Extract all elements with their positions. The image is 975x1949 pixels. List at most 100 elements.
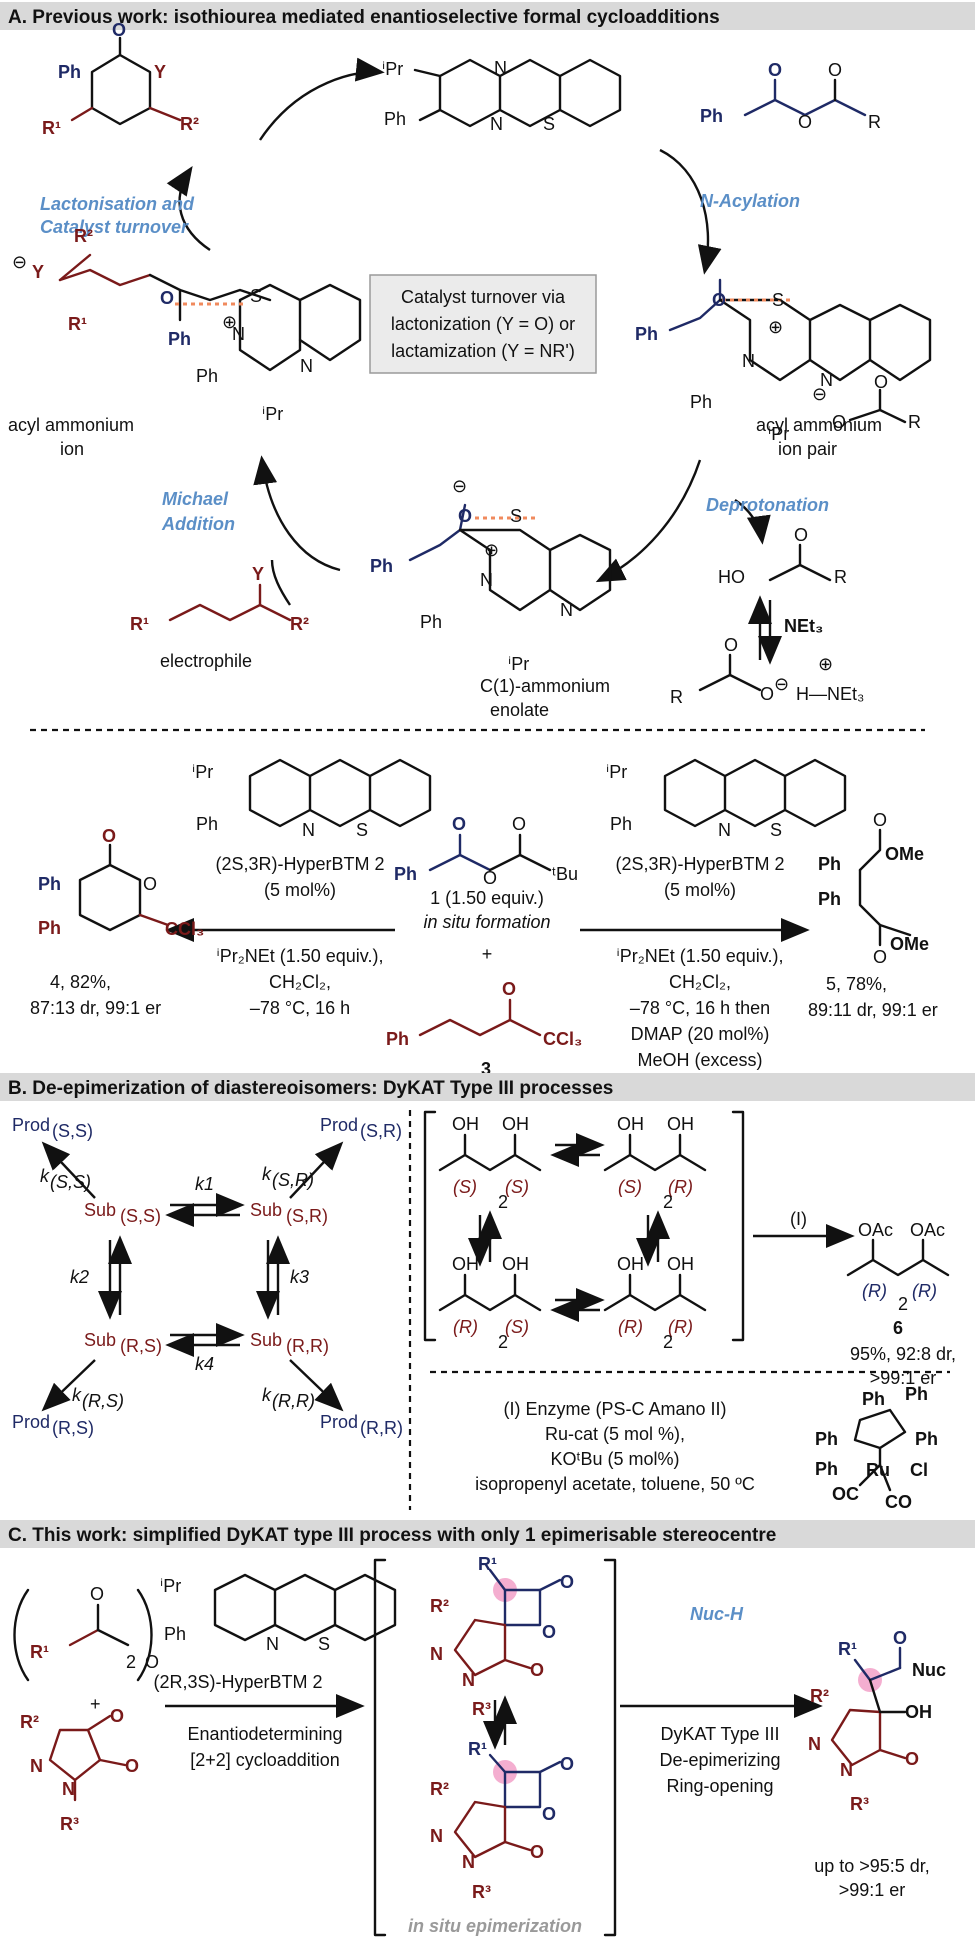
svg-text:OC: OC [832,1484,859,1504]
electrophile [168,583,292,622]
step-michael-1: Michael [162,489,229,509]
svg-text:Prod: Prod [320,1115,358,1135]
svg-text:2: 2 [663,1192,673,1212]
step-michael-2: Addition [161,514,235,534]
svg-text:O: O [873,810,887,830]
product-5-er: 89:11 dr, 99:1 er [808,1000,938,1020]
svg-text:⊖: ⊖ [812,384,827,404]
panel-a: A. Previous work: isothiourea mediated e… [0,2,975,1079]
svg-text:O: O [760,684,774,704]
svg-text:(S,R): (S,R) [360,1121,402,1141]
diol-sr [603,1133,707,1172]
svg-text:N: N [430,1826,443,1846]
catalyst-label-right: (2S,3R)-HyperBTM 2 [615,854,784,874]
svg-text:k: k [262,1385,272,1405]
rate-k3: k3 [290,1267,309,1287]
svg-text:(R,S): (R,S) [120,1336,162,1356]
svg-text:Ph: Ph [818,854,841,874]
panel-c: C. This work: simplified DyKAT type III … [0,1520,975,1937]
lactone-product-top-left [70,36,182,126]
svg-text:R³: R³ [472,1699,491,1719]
svg-text:R¹: R¹ [478,1554,497,1574]
svg-text:S: S [510,506,522,526]
svg-text:CO: CO [885,1492,912,1512]
svg-text:(S,R): (S,R) [286,1206,328,1226]
box-line-1: Catalyst turnover via [401,287,566,307]
svg-text:ⁱPr: ⁱPr [508,654,529,674]
bracket-right [731,1110,745,1342]
svg-text:k: k [72,1385,82,1405]
final-product [830,1646,907,1767]
svg-text:R: R [868,112,881,132]
label-enolate-1: C(1)-ammonium [480,676,610,696]
svg-text:Ru: Ru [866,1460,890,1480]
svg-text:ⁱPr: ⁱPr [262,404,283,424]
step-label-i: (I) [790,1209,807,1229]
sm1-label: 1 (1.50 equiv.) [430,888,544,908]
svg-text:HO: HO [718,567,745,587]
pyrazoledione [48,1714,127,1802]
svg-text:N: N [62,1779,75,1799]
svg-text:R²: R² [180,114,199,134]
svg-text:Ph: Ph [38,918,61,938]
ammonium-enolate [408,503,612,612]
svg-text:(R): (R) [668,1317,693,1337]
svg-text:N: N [494,58,507,78]
svg-text:N: N [718,820,731,840]
ru-catalyst [853,1408,907,1492]
svg-text:O: O [798,112,812,132]
svg-text:Ph: Ph [815,1429,838,1449]
arrow-to-acid [734,499,771,545]
svg-text:R¹: R¹ [30,1642,49,1662]
svg-text:R¹: R¹ [468,1739,487,1759]
rate-k2: k2 [70,1267,89,1287]
rate-k4: k4 [195,1354,214,1374]
svg-text:N: N [462,1670,475,1690]
svg-text:Ph: Ph [862,1389,885,1409]
svg-text:H—NEt₃: H—NEt₃ [796,684,864,704]
svg-text:O: O [560,1754,574,1774]
catalyst-c-label: (2R,3S)-HyperBTM 2 [153,1672,322,1692]
svg-text:OH: OH [617,1114,644,1134]
svg-text:Ph: Ph [394,864,417,884]
svg-text:R³: R³ [472,1882,491,1902]
svg-text:R³: R³ [850,1794,869,1814]
hyperbtm-catalyst-c [213,1573,397,1642]
svg-text:ⁱPr: ⁱPr [160,1576,181,1596]
svg-text:O: O [828,60,842,80]
svg-text:R¹: R¹ [838,1639,857,1659]
label-acyl-ammonium-1: acyl ammonium [8,415,134,435]
svg-text:R: R [908,412,921,432]
svg-text:S: S [543,114,555,134]
svg-text:O: O [893,1628,907,1648]
svg-text:OMe: OMe [885,844,924,864]
panel-b: B. De-epimerization of diastereoisomers:… [0,1073,975,1512]
box-line-3: lactamization (Y = NR') [391,341,575,361]
svg-text:O: O [102,826,116,846]
product-6-label: 6 [893,1318,903,1338]
svg-text:R²: R² [430,1596,449,1616]
cond-b-2: Ru-cat (5 mol %), [545,1424,685,1444]
svg-text:⊖: ⊖ [452,476,467,496]
svg-text:O: O [502,979,516,999]
svg-text:(S): (S) [453,1177,477,1197]
svg-text:ⁱPr: ⁱPr [192,762,213,782]
svg-text:Y: Y [154,62,166,82]
svg-text:O: O [542,1804,556,1824]
svg-text:(S,R): (S,R) [272,1170,314,1190]
step-deprotonation: Deprotonation [706,495,829,515]
svg-text:O: O [794,525,808,545]
svg-text:OAc: OAc [910,1220,945,1240]
svg-text:OH: OH [905,1702,932,1722]
svg-text:OH: OH [617,1254,644,1274]
svg-text:O: O [452,814,466,834]
beta-lactone-bottom [453,1753,562,1859]
svg-text:O: O [874,372,888,392]
product-4-yield: 4, 82%, [50,972,111,992]
label-enolate-2: enolate [490,700,549,720]
svg-text:OMe: OMe [890,934,929,954]
svg-text:2: 2 [498,1332,508,1352]
svg-text:R²: R² [810,1686,829,1706]
svg-text:OH: OH [667,1254,694,1274]
insitu-label: in situ epimerization [408,1916,582,1936]
